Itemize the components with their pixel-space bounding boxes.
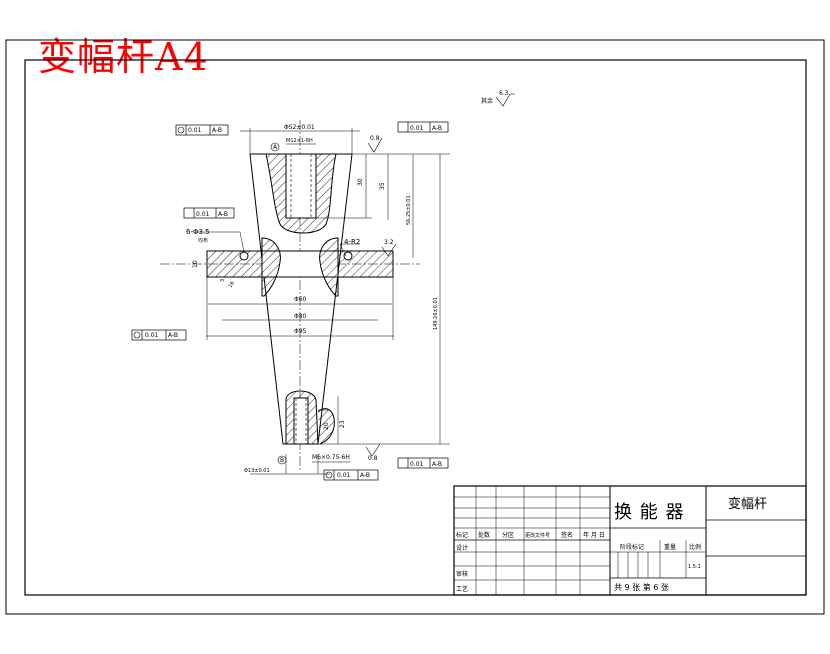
svg-text:A-B: A-B <box>212 127 222 134</box>
tol-frame-top-right: 0.01 A-B <box>397 121 449 133</box>
hdr-sign: 签名 <box>561 531 573 539</box>
dim-holes-note: 均布 <box>198 237 208 244</box>
dim-bottom-thread: M6×0.75-6H <box>312 454 350 461</box>
hdr-doc: 更改文件号 <box>525 532 550 539</box>
tolerance-frames: 0.01 A-B 0.01 A-B 0.01 A-B 0.01 A-B <box>131 121 449 481</box>
top-section <box>265 153 337 234</box>
svg-text:6.3: 6.3 <box>499 90 509 97</box>
svg-text:0.01: 0.01 <box>196 211 210 218</box>
tol-frame-bottom: 0.01 A-B <box>323 469 379 481</box>
roughness-symbols <box>365 137 397 457</box>
hdr-mark: 标记 <box>456 531 468 539</box>
tol-frame-top-left: 0.01 A-B <box>175 124 229 136</box>
roughness-32: 3.2 <box>384 239 394 246</box>
dim-top-thread: M12×1-6H <box>286 138 313 144</box>
title-name: 换 能 器 <box>614 502 684 523</box>
tol-frame-left: 0.01 A-B <box>131 329 187 341</box>
tol-frame-mid: 0.01 A-B <box>183 207 235 219</box>
dim-80: Φ80 <box>294 313 307 320</box>
svg-text:A-B: A-B <box>360 472 370 479</box>
title-block <box>453 485 807 596</box>
roughness-note: 其余 6.3 <box>481 90 515 107</box>
svg-text:其余: 其余 <box>481 97 493 105</box>
hdr-stage: 阶段标记 <box>620 543 644 551</box>
hdr-count: 处数 <box>478 531 490 539</box>
hdr-weight: 重量 <box>664 543 676 551</box>
svg-text:A-B: A-B <box>168 332 178 339</box>
dim-depth-30: 30 <box>357 178 364 186</box>
bottom-section <box>285 390 335 445</box>
svg-text:A-B: A-B <box>432 461 442 468</box>
datum-mark-b: B <box>280 457 284 464</box>
tol-frame-bottom-right: 0.01 A-B <box>397 457 449 469</box>
row-review: 审核 <box>456 570 468 578</box>
dim-holes: 6-Φ3.5 <box>186 228 210 236</box>
roughness-08-top: 0.8 <box>370 135 380 142</box>
svg-text:A-B: A-B <box>432 125 442 132</box>
dim-length-149: 149.26±0.01 <box>433 297 439 330</box>
dim-depth-35: 35 <box>379 182 386 190</box>
sheet-count: 共 9 张 第 6 张 <box>614 582 669 592</box>
dim-fillet: 4-R2 <box>344 238 360 246</box>
svg-text:0.01: 0.01 <box>410 461 424 468</box>
dim-60: Φ60 <box>294 296 307 303</box>
dim-top-width: Φ52±0.01 <box>284 124 315 131</box>
svg-text:0.01: 0.01 <box>145 332 159 339</box>
dim-16: 16 <box>228 280 236 289</box>
inner-frame <box>24 59 807 596</box>
dim-20: 20 <box>323 422 330 430</box>
datum-circles <box>270 142 287 465</box>
dim-3: 3 <box>220 279 226 282</box>
title-block-texts: 换 能 器 变幅杆 标记 处数 分区 更改文件号 签名 年 月 日 设计 审核 … <box>456 496 767 593</box>
dimension-texts: Φ52±0.01 M12×1-6H 30 35 56.25±0.01 149.2… <box>186 124 439 474</box>
dimension-lines <box>196 128 450 475</box>
svg-text:0.01: 0.01 <box>410 125 424 132</box>
svg-text:0.01: 0.01 <box>337 472 351 479</box>
row-design: 设计 <box>456 544 468 552</box>
flange <box>206 250 394 278</box>
title-part: 变幅杆 <box>728 496 767 512</box>
scale-value: 1.5:1 <box>688 564 701 570</box>
dim-flange-thk: 10 <box>192 260 199 268</box>
row-process: 工艺 <box>456 585 468 593</box>
svg-text:A-B: A-B <box>218 211 228 218</box>
waist-section <box>239 237 353 297</box>
dim-95: Φ95 <box>294 328 307 335</box>
datum-mark-a: A <box>273 144 278 151</box>
dim-bottom-dia: Φ13±0.01 <box>244 468 270 474</box>
hdr-date: 年 月 日 <box>583 531 605 539</box>
dim-length-56: 56.25±0.01 <box>406 195 412 225</box>
title-stamp: 变幅杆A4 <box>38 35 209 79</box>
outer-border <box>5 39 825 615</box>
hdr-zone: 分区 <box>502 531 514 539</box>
svg-text:0.01: 0.01 <box>188 127 202 134</box>
dim-23: 23 <box>339 420 346 428</box>
hdr-scale: 比例 <box>689 543 701 551</box>
roughness-08-bot: 0.8 <box>368 455 378 462</box>
